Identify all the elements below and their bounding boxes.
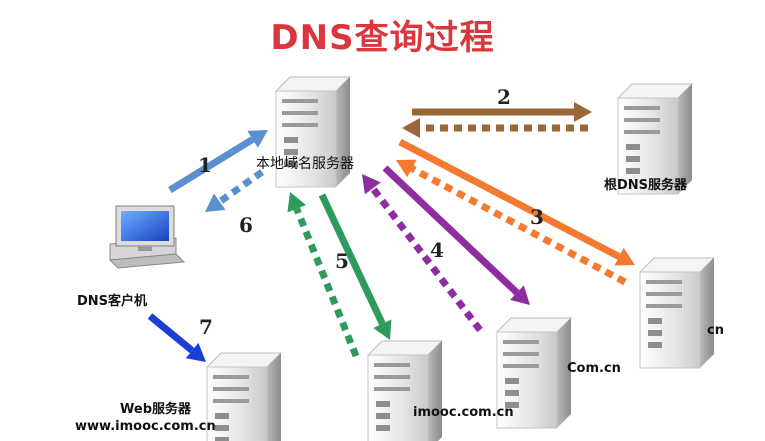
client-label: DNS客户机 [77,294,148,309]
com-cn-label: Com.cn [567,361,621,376]
local-dns-label: 本地域名服务器 [256,156,354,172]
arrow-step-3-query [398,138,635,266]
arrow-step-3-response [396,159,627,286]
cn-server-label: cn [707,323,724,338]
web-server-domain-label: www.imooc.com.cn [75,419,216,434]
step-number-6: 6 [239,213,253,237]
arrow-step-5-query [318,193,392,340]
arrow-step-6-response [205,169,265,212]
step-number-4: 4 [430,238,444,262]
web-server-icon [206,352,282,441]
root-dns-label: 根DNS服务器 [604,178,688,193]
step-number-2: 2 [497,85,511,109]
step-number-5: 5 [335,249,349,273]
web-server-label: Web服务器 [120,402,191,417]
step-number-3: 3 [530,205,544,229]
imooc-label: imooc.com.cn [413,405,514,420]
arrow-step-5-response [287,192,360,358]
client-computer-icon [108,205,186,269]
imooc-server-icon [367,340,443,441]
arrow-step-2-query [412,102,592,122]
step-number-1: 1 [198,153,212,177]
arrow-step-1-query [168,130,268,193]
cn-server-icon [639,257,715,369]
arrow-step-7 [147,313,206,362]
arrow-step-4-query [382,165,530,305]
arrow-step-4-response [362,174,483,333]
arrow-step-2-response [402,118,588,138]
page-title: DNS查询过程 [270,18,495,58]
step-number-7: 7 [199,315,213,339]
